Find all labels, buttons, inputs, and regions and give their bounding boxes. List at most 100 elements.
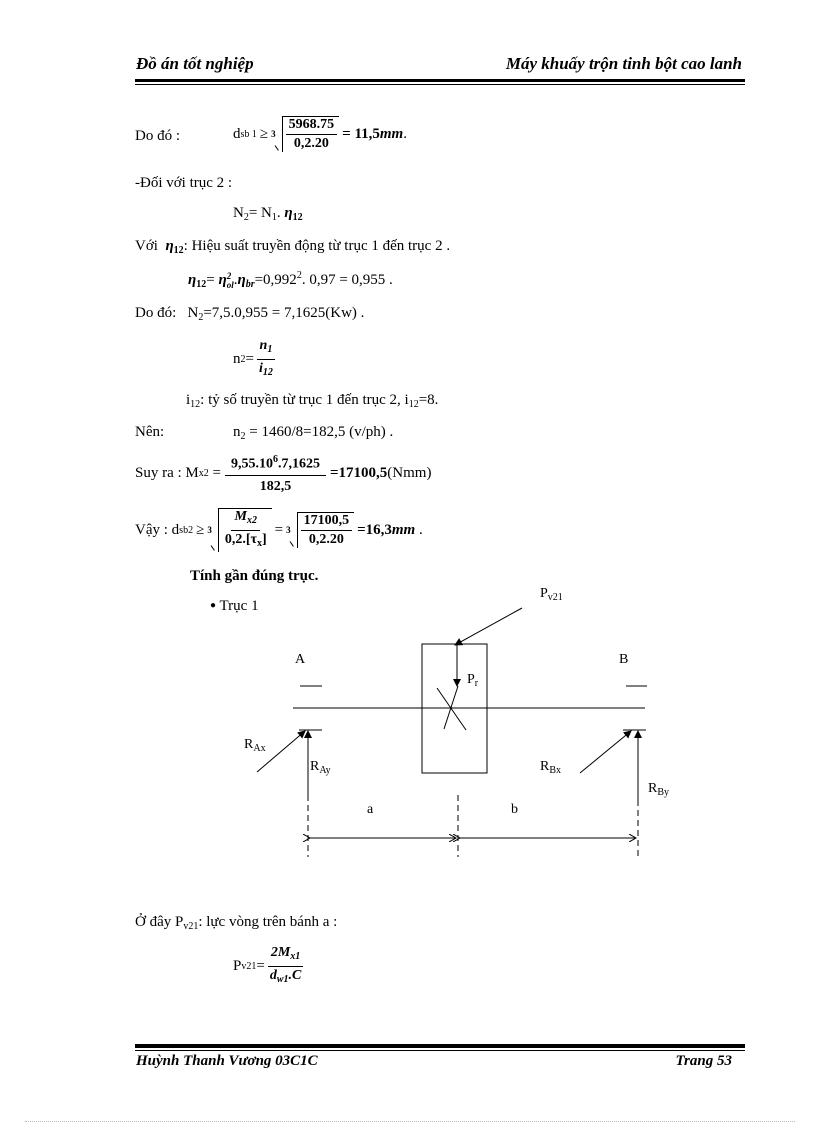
sup: 2 (226, 270, 232, 281)
op-geq: ≥ (196, 521, 205, 538)
label-pv21: Pv21 (540, 586, 563, 603)
var-p: P (233, 958, 242, 974)
fraction: 2Mx1 dw1.C (267, 945, 305, 988)
fraction: n1 i12 (256, 338, 276, 381)
sub: x2 (198, 467, 209, 479)
dot: . (276, 205, 281, 221)
label-rax: RAx (244, 737, 266, 754)
label-pr: Pr (467, 672, 478, 689)
result-value: = 11,5 (342, 125, 380, 142)
definition-i12: i12: tỷ số truyền từ trục 1 đến trục 2, … (186, 392, 438, 410)
root-index: 3 (207, 525, 212, 535)
label-dim-b: b (511, 802, 518, 817)
var-n: N (233, 205, 244, 221)
formula-n2-result: n2 = 1460/8=182,5 (v/ph) . (233, 424, 393, 442)
label-text: R (648, 781, 658, 796)
sub: By (657, 787, 670, 798)
label-rby: RBy (648, 781, 669, 798)
sub: 12 (190, 399, 201, 410)
sub: x2 (246, 515, 257, 526)
bullet-label: Trục 1 (219, 598, 259, 614)
label-do-do-2: Do đó: (135, 305, 177, 321)
label-support-a: A (295, 652, 306, 667)
label-text: P (540, 586, 548, 601)
header-rule-thin (135, 84, 745, 85)
sub: 12 (262, 367, 273, 378)
sub: 12 (292, 212, 303, 223)
eq: = (256, 958, 265, 974)
denominator-tail: .C (288, 968, 302, 983)
sub: 2 (240, 354, 246, 365)
formula-n2: N2= N1. η12 (233, 205, 303, 223)
label-support-b: B (619, 652, 629, 667)
eta-ol-symbol: η (218, 272, 227, 288)
sub: Ay (319, 765, 331, 776)
bracket: ] (261, 532, 267, 547)
prefix: Ở đây P (135, 914, 184, 930)
label-dim-a: a (367, 802, 374, 817)
eta-br-symbol: η (237, 272, 246, 288)
period: . (418, 521, 423, 538)
sub: br (245, 279, 255, 290)
value: =7,5.0,955 = 7,1625(Kw) . (203, 305, 365, 321)
sub: v21 (241, 961, 257, 972)
sub: Ax (253, 743, 266, 754)
sub: 2 (243, 212, 249, 223)
var-n: n (233, 424, 241, 440)
sub: r (474, 678, 479, 689)
root-sign-icon (290, 512, 298, 548)
fraction: Mx2 0,2.[τx] (222, 509, 270, 552)
denominator: 0,2.20 (308, 532, 344, 547)
label-vay: Vậy : d (135, 521, 180, 538)
var-n: N (187, 305, 199, 321)
bullet-icon: ● (210, 600, 217, 611)
footer-author: Huỳnh Thanh Vương 03C1C (136, 1053, 318, 1069)
subheading-truc-2: -Đối với trục 2 : (135, 175, 233, 191)
result-value: =17100,5 (329, 464, 388, 481)
unit-mm: mm (379, 125, 404, 142)
label-text: R (310, 759, 320, 774)
root-sign-icon (275, 116, 283, 152)
header-right-title: Máy khuấy trộn tinh bột cao lanh (505, 54, 742, 73)
period: . (403, 125, 407, 142)
header-rule-thick (135, 79, 745, 82)
sub: 12 (196, 279, 207, 290)
label-rbx: RBx (540, 759, 561, 776)
denominator: d (269, 968, 277, 983)
sup: 6 (272, 454, 278, 465)
sub: v21 (183, 921, 199, 932)
denominator: i (258, 361, 263, 376)
definition-text: : tỷ số truyền từ trục 1 đến trục 2, i (200, 392, 409, 408)
var-n: n (233, 351, 241, 367)
prefix: Với (135, 238, 158, 254)
sub: x1 (290, 951, 301, 962)
footer-rule-thick (135, 1044, 745, 1048)
sub: sb2 (179, 524, 194, 536)
value-tail: =8. (418, 392, 439, 408)
numerator: 17100,5 (300, 513, 353, 531)
label-ray: RAy (310, 759, 331, 776)
sub: w1 (276, 974, 289, 985)
definition-text: : lực vòng trên bánh a : (198, 914, 338, 930)
value-tail: . 0,97 = 0,955 . (301, 272, 393, 288)
sub: v21 (547, 592, 563, 603)
eq: = (245, 351, 254, 367)
eta-symbol: η (165, 238, 174, 254)
footer-page-number: Trang 53 (675, 1053, 732, 1069)
label-suy-ra: Suy ra : M (135, 464, 199, 481)
label-nen: Nên: (135, 424, 165, 440)
footer-rule-thin (135, 1050, 745, 1051)
numerator: 9,55.10 (230, 456, 273, 472)
numerator: n (259, 338, 268, 353)
definition-text: : Hiệu suất truyền động từ trục 1 đến tr… (183, 238, 451, 254)
root-sign-icon (211, 508, 219, 552)
